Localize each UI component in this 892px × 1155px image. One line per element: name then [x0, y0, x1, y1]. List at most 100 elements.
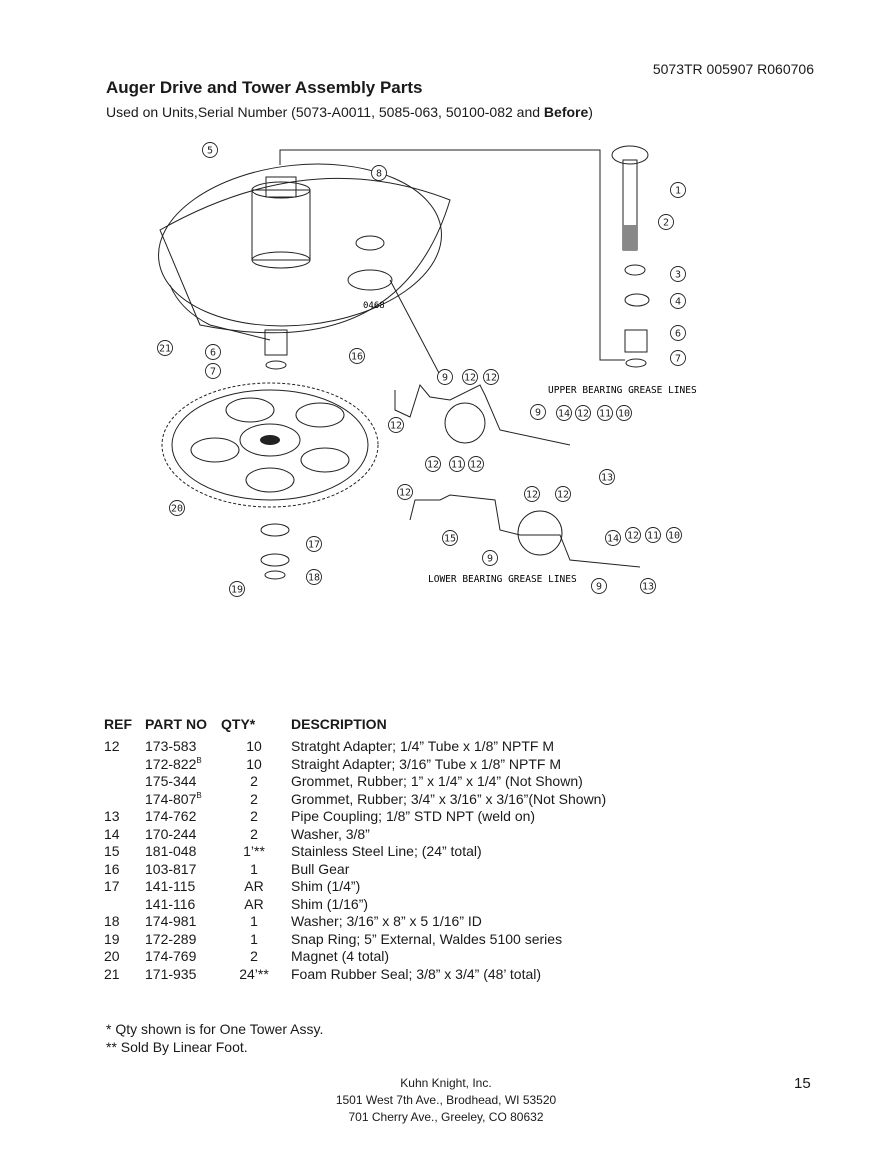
- callout-label: 7: [210, 367, 216, 378]
- ref-cell: 20: [104, 948, 120, 964]
- subtitle-suffix: ): [588, 104, 593, 120]
- callout-circle: [555, 486, 571, 502]
- callout-circle: [670, 266, 686, 282]
- document-id: 5073TR 005907 R060706: [652, 61, 814, 77]
- callout-circle: [530, 404, 546, 420]
- part-no-cell: 141-115: [145, 878, 196, 894]
- qty-cell: 1: [250, 930, 258, 947]
- ref-cell: 13: [104, 808, 120, 824]
- footer: Kuhn Knight, Inc. 1501 West 7th Ave., Br…: [0, 1075, 892, 1126]
- qty-cell: 1: [250, 913, 258, 929]
- qty-cell: 2: [250, 808, 258, 824]
- callout-circle: [616, 405, 632, 421]
- qty-cell: 2: [250, 825, 258, 842]
- part-no-cell: 172-289: [145, 930, 197, 947]
- part-no-cell: 175-344: [145, 773, 197, 789]
- callout-circle: [575, 405, 591, 421]
- callout-circle: [468, 456, 484, 472]
- part-no-cell: 103-817: [145, 860, 197, 877]
- callout-label: 12: [427, 460, 439, 471]
- description-cell: Washer, 3/8”: [291, 825, 370, 842]
- callout-circle: [229, 581, 245, 597]
- footer-address-1: 1501 West 7th Ave., Brodhead, WI 53520: [335, 1093, 557, 1107]
- subtitle-bold: Before: [543, 104, 589, 120]
- ref-cell: 15: [104, 843, 120, 859]
- table-header-row: REF PART NO QTY* DESCRIPTION: [104, 716, 631, 738]
- description-cell: Straight Adapter; 3/16” Tube x 1/8” NPTF…: [291, 755, 562, 772]
- callout-label: 15: [444, 534, 456, 545]
- ref-cell: [104, 756, 145, 774]
- page-title: Auger Drive and Tower Assembly Parts: [106, 78, 423, 97]
- callout-label: 19: [231, 585, 243, 596]
- upper-grease-lines-label: UPPER BEARING GREASE LINES: [548, 385, 697, 396]
- callout-label: 12: [557, 490, 569, 501]
- callout-label: 9: [442, 373, 448, 384]
- ref-cell: [104, 773, 145, 791]
- callout-label: 13: [642, 582, 654, 593]
- callout-label: 9: [535, 408, 541, 419]
- part-no-cell: 172-822B: [145, 755, 202, 772]
- callout-circle: [482, 550, 498, 566]
- description-cell: Shim (1/4”): [291, 878, 361, 894]
- part-no-cell: 174-762: [145, 808, 197, 824]
- header-part-no: PART NO: [145, 716, 207, 732]
- callout-label: 12: [399, 488, 411, 499]
- callout-label: 12: [577, 409, 589, 420]
- description-cell: Snap Ring; 5” External, Waldes 5100 seri…: [291, 930, 563, 947]
- ref-cell: 21: [104, 965, 120, 982]
- callout-label: 12: [390, 421, 402, 432]
- callout-circle: [371, 165, 387, 181]
- callout-circle: [202, 142, 218, 158]
- bull-gear: [161, 382, 379, 508]
- description-cell: Stratght Adapter; 1/4” Tube x 1/8” NPTF …: [291, 738, 555, 754]
- qty-cell: AR: [244, 895, 264, 912]
- part-no-cell: 174-807B: [145, 790, 202, 807]
- part-no-cell: 181-048: [145, 843, 197, 859]
- footer-company: Kuhn Knight, Inc.: [400, 1076, 492, 1090]
- callout-circle: [397, 484, 413, 500]
- qty-cell: 10: [246, 738, 262, 754]
- lower-grease-lines-label: LOWER BEARING GREASE LINES: [428, 574, 577, 585]
- callout-circle: [645, 527, 661, 543]
- callout-label: 6: [675, 329, 681, 340]
- callout-circle: [640, 578, 656, 594]
- callout-label: 13: [601, 473, 613, 484]
- callout-circle: [658, 214, 674, 230]
- qty-cell: 2: [250, 773, 258, 789]
- callout-label: 12: [526, 490, 538, 501]
- description-cell: Foam Rubber Seal; 3/8” x 3/4” (48’ total…: [291, 965, 542, 982]
- callout-circle: [205, 344, 221, 360]
- part-no-cell: 141-116: [145, 895, 196, 912]
- callout-label: 12: [464, 373, 476, 384]
- ref-cell: 12: [104, 738, 120, 754]
- callout-label: 8: [376, 169, 382, 180]
- description-cell: Bull Gear: [291, 860, 350, 877]
- callout-label: 12: [485, 373, 497, 384]
- callout-circle: [388, 417, 404, 433]
- callout-circle: [556, 405, 572, 421]
- callout-circle: [625, 527, 641, 543]
- description-cell: Magnet (4 total): [291, 948, 390, 964]
- callout-circle: [462, 369, 478, 385]
- callout-label: 11: [647, 531, 659, 542]
- page-number: 15: [794, 1075, 811, 1092]
- callout-label: 10: [668, 531, 680, 542]
- qty-cell: 10: [246, 755, 262, 772]
- callout-label: 11: [599, 409, 611, 420]
- callout-circle: [599, 469, 615, 485]
- ref-cell: 18: [104, 913, 120, 929]
- qty-cell: 1’**: [243, 843, 265, 859]
- callout-label: 3: [675, 270, 681, 281]
- callout-circle: [349, 348, 365, 364]
- callout-label: 20: [171, 504, 183, 515]
- qty-cell: 1: [250, 860, 258, 877]
